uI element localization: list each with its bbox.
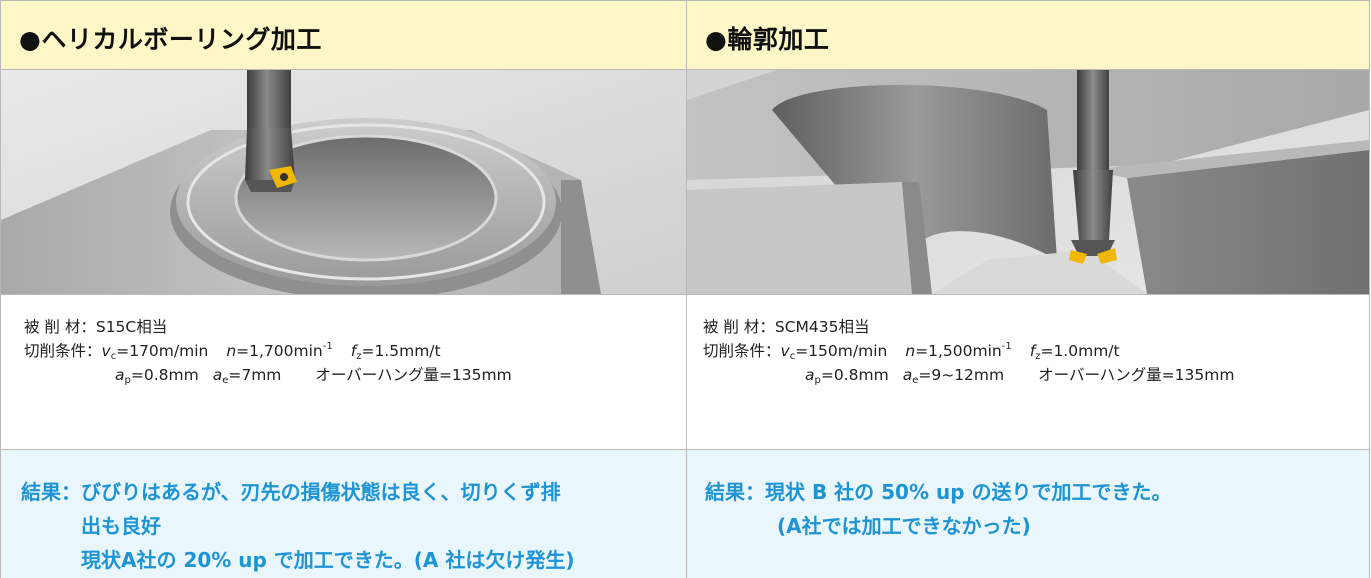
- ae-value: =7mm: [228, 366, 282, 384]
- result-box: 結果：現状 B 社の 50% up の送りで加工できた。 (A社では加工できなか…: [687, 450, 1369, 578]
- n-symbol: n: [905, 342, 916, 360]
- material-line: 被 削 材：S15C相当: [24, 315, 167, 337]
- n-value: =1,500min: [915, 342, 1002, 360]
- ap-symbol: a: [115, 366, 125, 384]
- material-value: SCM435相当: [774, 318, 870, 336]
- helical-boring-photo: [1, 70, 686, 294]
- panel-title: ●ヘリカルボーリング加工: [19, 25, 322, 54]
- n-superscript: -1: [322, 341, 333, 352]
- fz-subscript: z: [1035, 351, 1041, 362]
- result-line-3: 現状A社の 20% up で加工できた。(A 社は欠け発生): [81, 548, 575, 572]
- vc-value: =170m/min: [116, 342, 209, 360]
- vc-value: =150m/min: [795, 342, 888, 360]
- result-line-2: 出も良好: [81, 514, 161, 538]
- conditions-label: 切削条件：: [24, 342, 102, 360]
- conditions-line-1: 切削条件：vc=170m/min n=1,700min-1 fz=1.5mm/t: [24, 339, 441, 362]
- result-box: 結果：びびりはあるが、刃先の損傷状態は良く、切りくず排 出も良好 現状A社の 2…: [1, 450, 686, 578]
- material-line: 被 削 材：SCM435相当: [703, 315, 869, 337]
- material-value: S15C相当: [95, 318, 168, 336]
- vc-subscript: c: [110, 351, 117, 362]
- fz-value: =1.0mm/t: [1040, 342, 1120, 360]
- ae-subscript: e: [222, 375, 229, 386]
- ae-value: =9~12mm: [918, 366, 1005, 384]
- ap-value: =0.8mm: [130, 366, 199, 384]
- conditions-line-1: 切削条件：vc=150m/min n=1,500min-1 fz=1.0mm/t: [703, 339, 1120, 362]
- result-line-1: 結果：びびりはあるが、刃先の損傷状態は良く、切りくず排: [21, 480, 561, 504]
- vc-symbol: v: [101, 342, 111, 360]
- overhang-value: オーバーハング量=135mm: [315, 366, 512, 384]
- fz-symbol: f: [1029, 342, 1036, 360]
- ap-value: =0.8mm: [820, 366, 889, 384]
- ap-subscript: p: [124, 375, 131, 386]
- ap-subscript: p: [814, 375, 821, 386]
- cutting-conditions: 被 削 材：S15C相当 切削条件：vc=170m/min n=1,700min-…: [1, 294, 686, 450]
- panel-title: ●輪郭加工: [705, 25, 830, 54]
- contour-machining-panel: ●輪郭加工: [687, 0, 1370, 578]
- result-line-1: 結果：現状 B 社の 50% up の送りで加工できた。: [705, 480, 1172, 504]
- ae-subscript: e: [912, 375, 919, 386]
- helical-boring-panel: ●ヘリカルボーリング加工: [0, 0, 687, 578]
- contour-machining-photo: [687, 70, 1369, 294]
- result-line-2: (A社では加工できなかった): [777, 514, 1031, 538]
- panel-header: ●ヘリカルボーリング加工: [1, 0, 686, 70]
- vc-symbol: v: [780, 342, 790, 360]
- conditions-label: 切削条件：: [703, 342, 781, 360]
- n-symbol: n: [226, 342, 237, 360]
- fz-symbol: f: [350, 342, 357, 360]
- material-label: 被 削 材：: [703, 318, 775, 336]
- cutting-conditions: 被 削 材：SCM435相当 切削条件：vc=150m/min n=1,500mi…: [687, 294, 1369, 450]
- panel-header: ●輪郭加工: [687, 0, 1369, 70]
- overhang-value: オーバーハング量=135mm: [1038, 366, 1235, 384]
- fz-subscript: z: [356, 351, 362, 362]
- vc-subscript: c: [789, 351, 796, 362]
- ae-symbol: a: [212, 366, 223, 384]
- material-label: 被 削 材：: [24, 318, 96, 336]
- n-value: =1,700min: [236, 342, 323, 360]
- n-superscript: -1: [1001, 341, 1012, 352]
- fz-value: =1.5mm/t: [361, 342, 441, 360]
- ap-symbol: a: [805, 366, 815, 384]
- ae-symbol: a: [902, 366, 913, 384]
